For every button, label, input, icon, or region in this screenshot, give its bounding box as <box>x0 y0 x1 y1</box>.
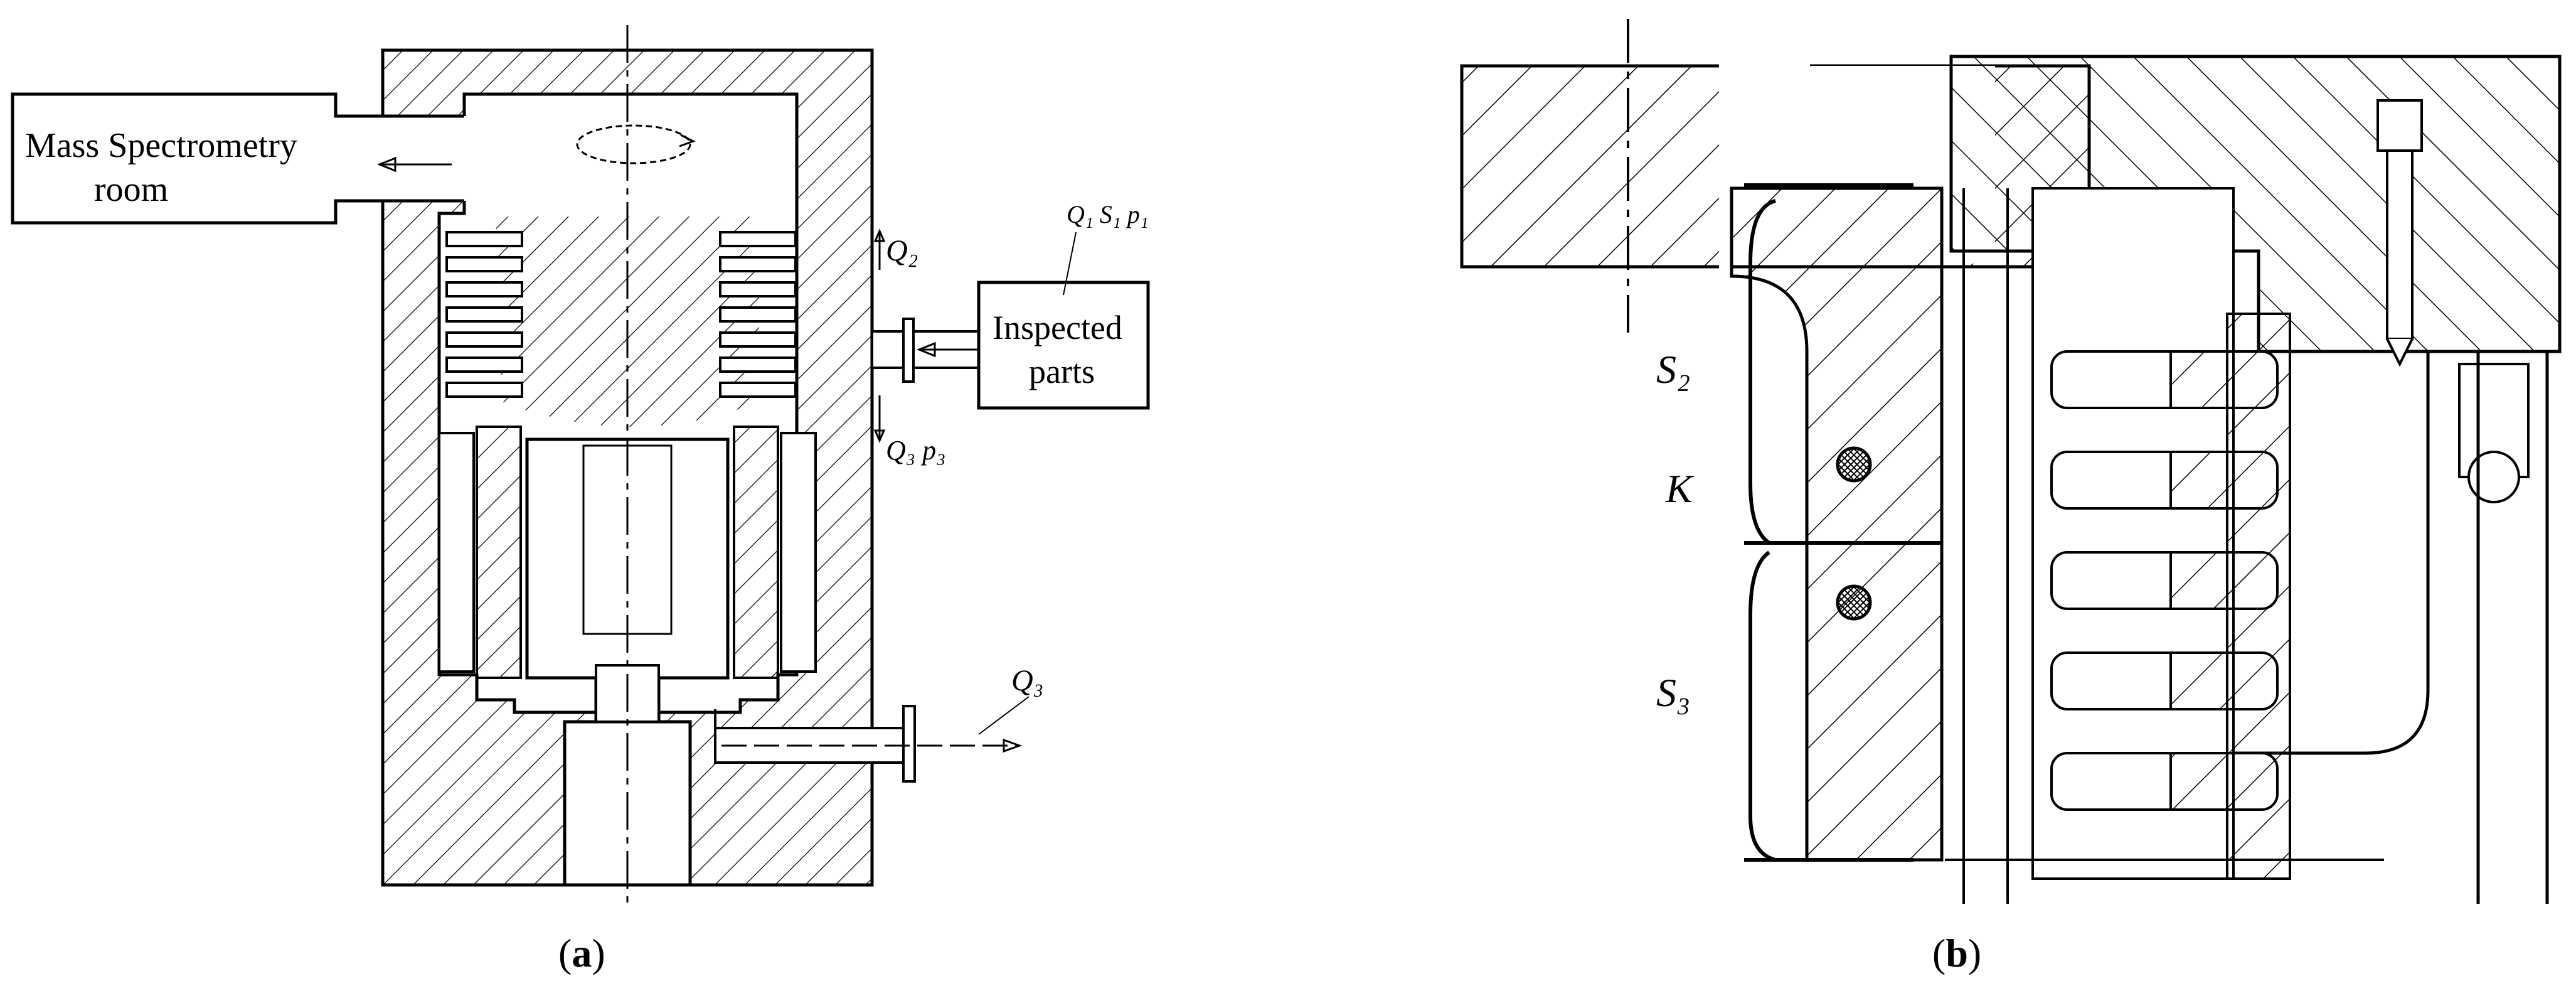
brace-s2k <box>1748 199 1776 545</box>
left-labyrinth-seal <box>445 231 523 398</box>
left-arrow-icon <box>376 156 452 173</box>
rotation-arrow-icon <box>576 124 691 164</box>
inspected-label-line2: parts <box>1029 353 1095 390</box>
left-lower-sleeve <box>438 426 522 679</box>
right-shaft-outline <box>2196 351 2430 755</box>
brace-s3 <box>1748 550 1776 862</box>
mass-spec-label-line2: room <box>94 170 168 209</box>
seal-ring <box>1730 186 1944 862</box>
caption-a-letter: a <box>572 931 592 975</box>
label-q1s1p1: Q₁ S₁ p₁ <box>1067 200 1149 228</box>
panel-a-diagram: Mass Spectrometry room Inspected parts Q… <box>11 25 1150 975</box>
label-s2: S₂ <box>1656 347 1690 392</box>
screw <box>2376 99 2423 367</box>
mass-spec-label-line1: Mass Spectrometry <box>25 126 297 165</box>
inspected-parts-box <box>977 281 1150 410</box>
panel-b-diagram: S₂ K S₃ (b) <box>1460 19 2562 975</box>
o-ring-lower <box>1836 584 1872 621</box>
leader-q3 <box>978 696 1030 735</box>
inspected-label-line1: Inspected <box>993 309 1122 346</box>
caption-b: (b) <box>1932 931 1981 975</box>
right-labyrinth-seal <box>719 231 797 398</box>
label-s3: S₃ <box>1656 670 1690 715</box>
right-lower-sleeve <box>733 426 817 679</box>
label-k: K <box>1665 466 1695 511</box>
label-q3p3: Q₃ p₃ <box>886 435 945 466</box>
label-q3: Q₃ <box>1011 664 1043 697</box>
outlet-pipe <box>714 705 1023 783</box>
labyrinth-comb <box>2031 187 2291 880</box>
caption-a: (a) <box>558 931 605 975</box>
bearing <box>2458 363 2530 503</box>
caption-b-letter: b <box>1945 931 1968 975</box>
o-ring-upper <box>1836 446 1872 483</box>
label-q2: Q₂ <box>886 234 918 267</box>
leader-q1 <box>1063 232 1077 296</box>
